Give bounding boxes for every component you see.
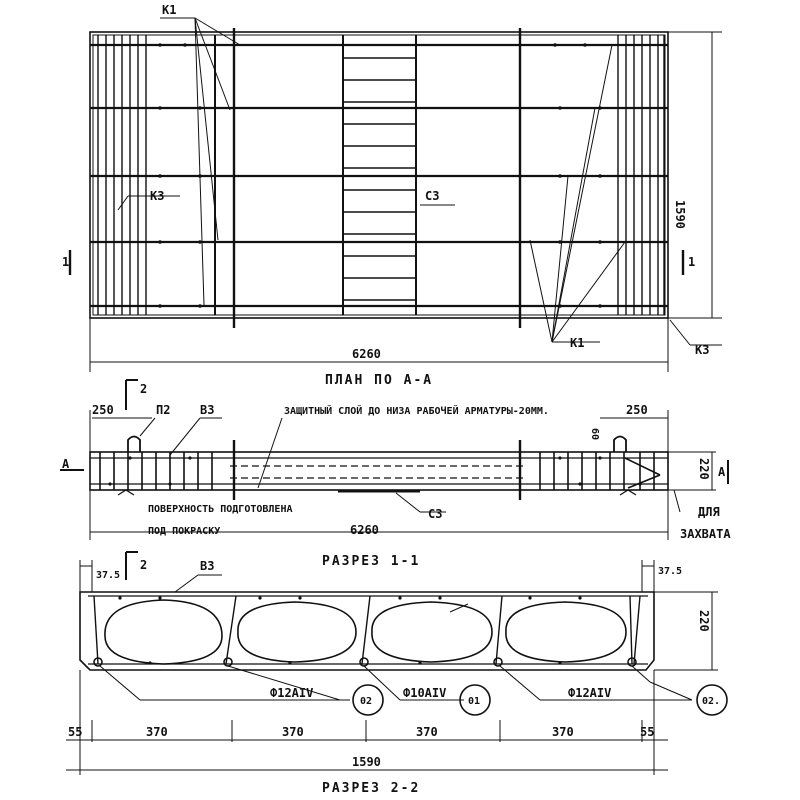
section11-label-p2: П2 xyxy=(156,403,170,417)
section-1-1-view xyxy=(60,379,729,540)
plan-view xyxy=(68,17,722,372)
section22-void-1 xyxy=(104,599,223,665)
section11-a-left: А xyxy=(62,457,70,471)
callout-circle-3 xyxy=(696,684,728,716)
plan-dots xyxy=(158,43,602,308)
plan-section-mark-right: 1 xyxy=(688,255,695,269)
plan-left-mesh xyxy=(97,35,216,315)
section22-dim-6: 55 xyxy=(640,725,654,739)
section11-grip-1: ДЛЯ xyxy=(698,505,720,519)
section11-mark-60: 60 xyxy=(589,428,600,440)
section11-title: РАЗРЕЗ 1-1 xyxy=(322,554,420,569)
section11-label-b3: ВЗ xyxy=(200,403,214,417)
section22-rebars xyxy=(93,596,637,667)
section22-void-4 xyxy=(505,601,627,663)
section22-dim-3: 370 xyxy=(282,725,304,739)
section-2-2-view xyxy=(66,551,728,775)
plan-label-c3: С3 xyxy=(425,189,439,203)
section22-total: 1590 xyxy=(352,755,381,769)
section22-label-b3: ВЗ xyxy=(200,559,214,573)
plan-section-mark-left: 1 xyxy=(62,255,69,269)
section22-height: 220 xyxy=(697,610,711,632)
section22-callout-1: 02 xyxy=(360,696,372,707)
section22-rebar-1: Ф12АIV xyxy=(270,686,313,700)
section11-a-right: А xyxy=(718,465,726,479)
section22-void-2 xyxy=(237,601,357,663)
section22-dim-5: 370 xyxy=(552,725,574,739)
section11-sec2-mark: 2 xyxy=(140,382,147,396)
plan-length-dimension: 6260 xyxy=(352,347,381,361)
section22-callout-3: 02. xyxy=(702,696,720,707)
callout-circle-2 xyxy=(459,684,491,716)
plan-label-kz-left: КЗ xyxy=(150,189,164,203)
section11-height: 220 xyxy=(697,458,711,480)
section11-dim-right: 250 xyxy=(626,403,648,417)
section11-dots xyxy=(108,456,642,486)
plan-label-k1-bottom: К1 xyxy=(570,336,584,350)
section22-rebar-3: Ф12АIV xyxy=(568,686,611,700)
section11-length: 6260 xyxy=(350,523,379,537)
section22-edge-right: 37.5 xyxy=(658,566,682,577)
plan-title: ПЛАН ПО А-А xyxy=(325,373,433,388)
section22-edge-left: 37.5 xyxy=(96,570,120,581)
section11-cover-note: ЗАЩИТНЫЙ СЛОЙ ДО НИЗА РАБОЧЕЙ АРМАТУРЫ-2… xyxy=(284,404,549,417)
plan-center-ladder-c3 xyxy=(342,35,417,315)
plan-label-kz-bottom: КЗ xyxy=(695,343,709,357)
section22-dim-2: 370 xyxy=(146,725,168,739)
section22-dim-1: 55 xyxy=(68,725,82,739)
callout-circle-1 xyxy=(352,684,384,716)
section22-void-3 xyxy=(371,601,493,663)
section22-dim-4: 370 xyxy=(416,725,438,739)
section11-dim-left: 250 xyxy=(92,403,114,417)
plan-label-k1-top: К1 xyxy=(162,3,176,17)
section11-surface-note-2: ПОД ПОКРАСКУ xyxy=(148,526,220,537)
section22-callout-2: 01 xyxy=(468,696,480,707)
plan-right-mesh xyxy=(617,35,665,315)
section11-surface-note-1: ПОВЕРХНОСТЬ ПОДГОТОВЛЕНА xyxy=(148,504,293,515)
section22-title: РАЗРЕЗ 2-2 xyxy=(322,781,420,796)
section11-grip-2: ЗАХВАТА xyxy=(680,527,731,541)
section22-sec2-mark: 2 xyxy=(140,558,147,572)
section22-rebar-2: Ф10АIV xyxy=(403,686,446,700)
section11-label-c3: С3 xyxy=(428,507,442,521)
plan-height-dimension: 1590 xyxy=(673,200,687,229)
